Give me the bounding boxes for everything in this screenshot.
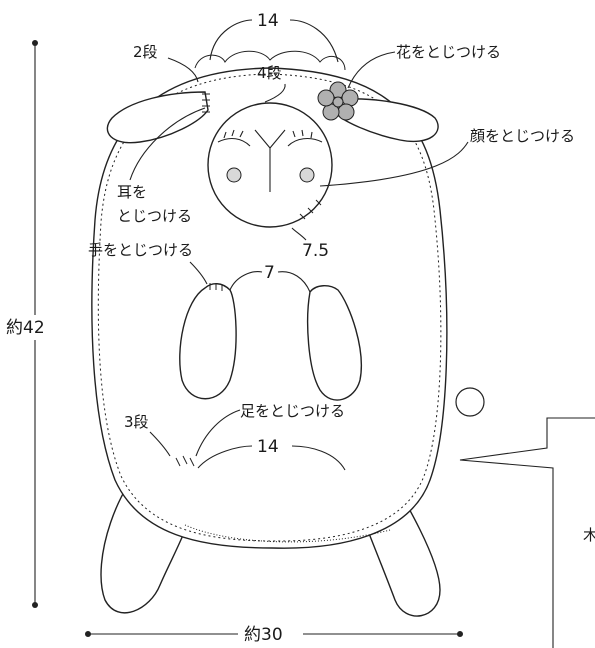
height-label: 約42 <box>6 318 45 338</box>
face-stitches <box>299 199 322 220</box>
head-width-arc <box>209 19 339 63</box>
left-cheek <box>226 167 242 183</box>
callout-bubble <box>459 417 595 648</box>
arms-label: 手をとじつける <box>88 241 193 259</box>
face-label: 顔をとじつける <box>470 127 575 145</box>
flower-leader <box>347 51 396 89</box>
flower-label: 花をとじつける <box>396 43 501 61</box>
right-arm <box>307 285 362 401</box>
bottom-width-arc <box>197 445 346 471</box>
head-top-bumps <box>194 50 346 71</box>
ear-label-line2: とじつける <box>117 207 192 225</box>
callout-text: 木 <box>583 526 595 544</box>
arms-leader <box>189 261 208 285</box>
head-rows-label: 4段 <box>257 64 282 82</box>
right-ear <box>334 98 439 142</box>
ear-label-line1: 耳を <box>117 183 147 201</box>
width-dimension <box>85 631 463 637</box>
face-height-leader <box>291 227 307 241</box>
legs-label: 足をとじつける <box>240 402 345 420</box>
left-ear-stitches <box>202 93 210 113</box>
right-cheek <box>299 167 315 183</box>
bottom-width-label: 14 <box>257 437 279 457</box>
flower <box>317 81 359 121</box>
left-arm <box>179 283 237 400</box>
sheep-body <box>91 67 448 549</box>
bottom-stitching <box>184 524 391 543</box>
head-rows-leader <box>264 83 286 103</box>
arm-gap-label: 7 <box>264 263 275 283</box>
height-dimension <box>32 40 38 608</box>
total-width-label: 約30 <box>244 625 283 645</box>
face-leader <box>319 141 469 187</box>
head-width-label: 14 <box>257 11 279 31</box>
leg-stitches <box>175 455 195 467</box>
ear-rows-leader <box>167 57 199 83</box>
arm-gap-arc <box>229 271 311 293</box>
eyes-and-nose <box>217 129 323 192</box>
arm-stitches <box>209 283 223 291</box>
left-ear <box>106 91 209 144</box>
ear-rows-label: 2段 <box>133 43 158 61</box>
leg-rows-label: 3段 <box>124 413 149 431</box>
leg-rows-leader <box>149 431 171 457</box>
legs-leader <box>195 409 241 457</box>
tail <box>455 387 485 417</box>
ear-leader <box>129 107 206 181</box>
face-height-label: 7.5 <box>302 241 329 261</box>
